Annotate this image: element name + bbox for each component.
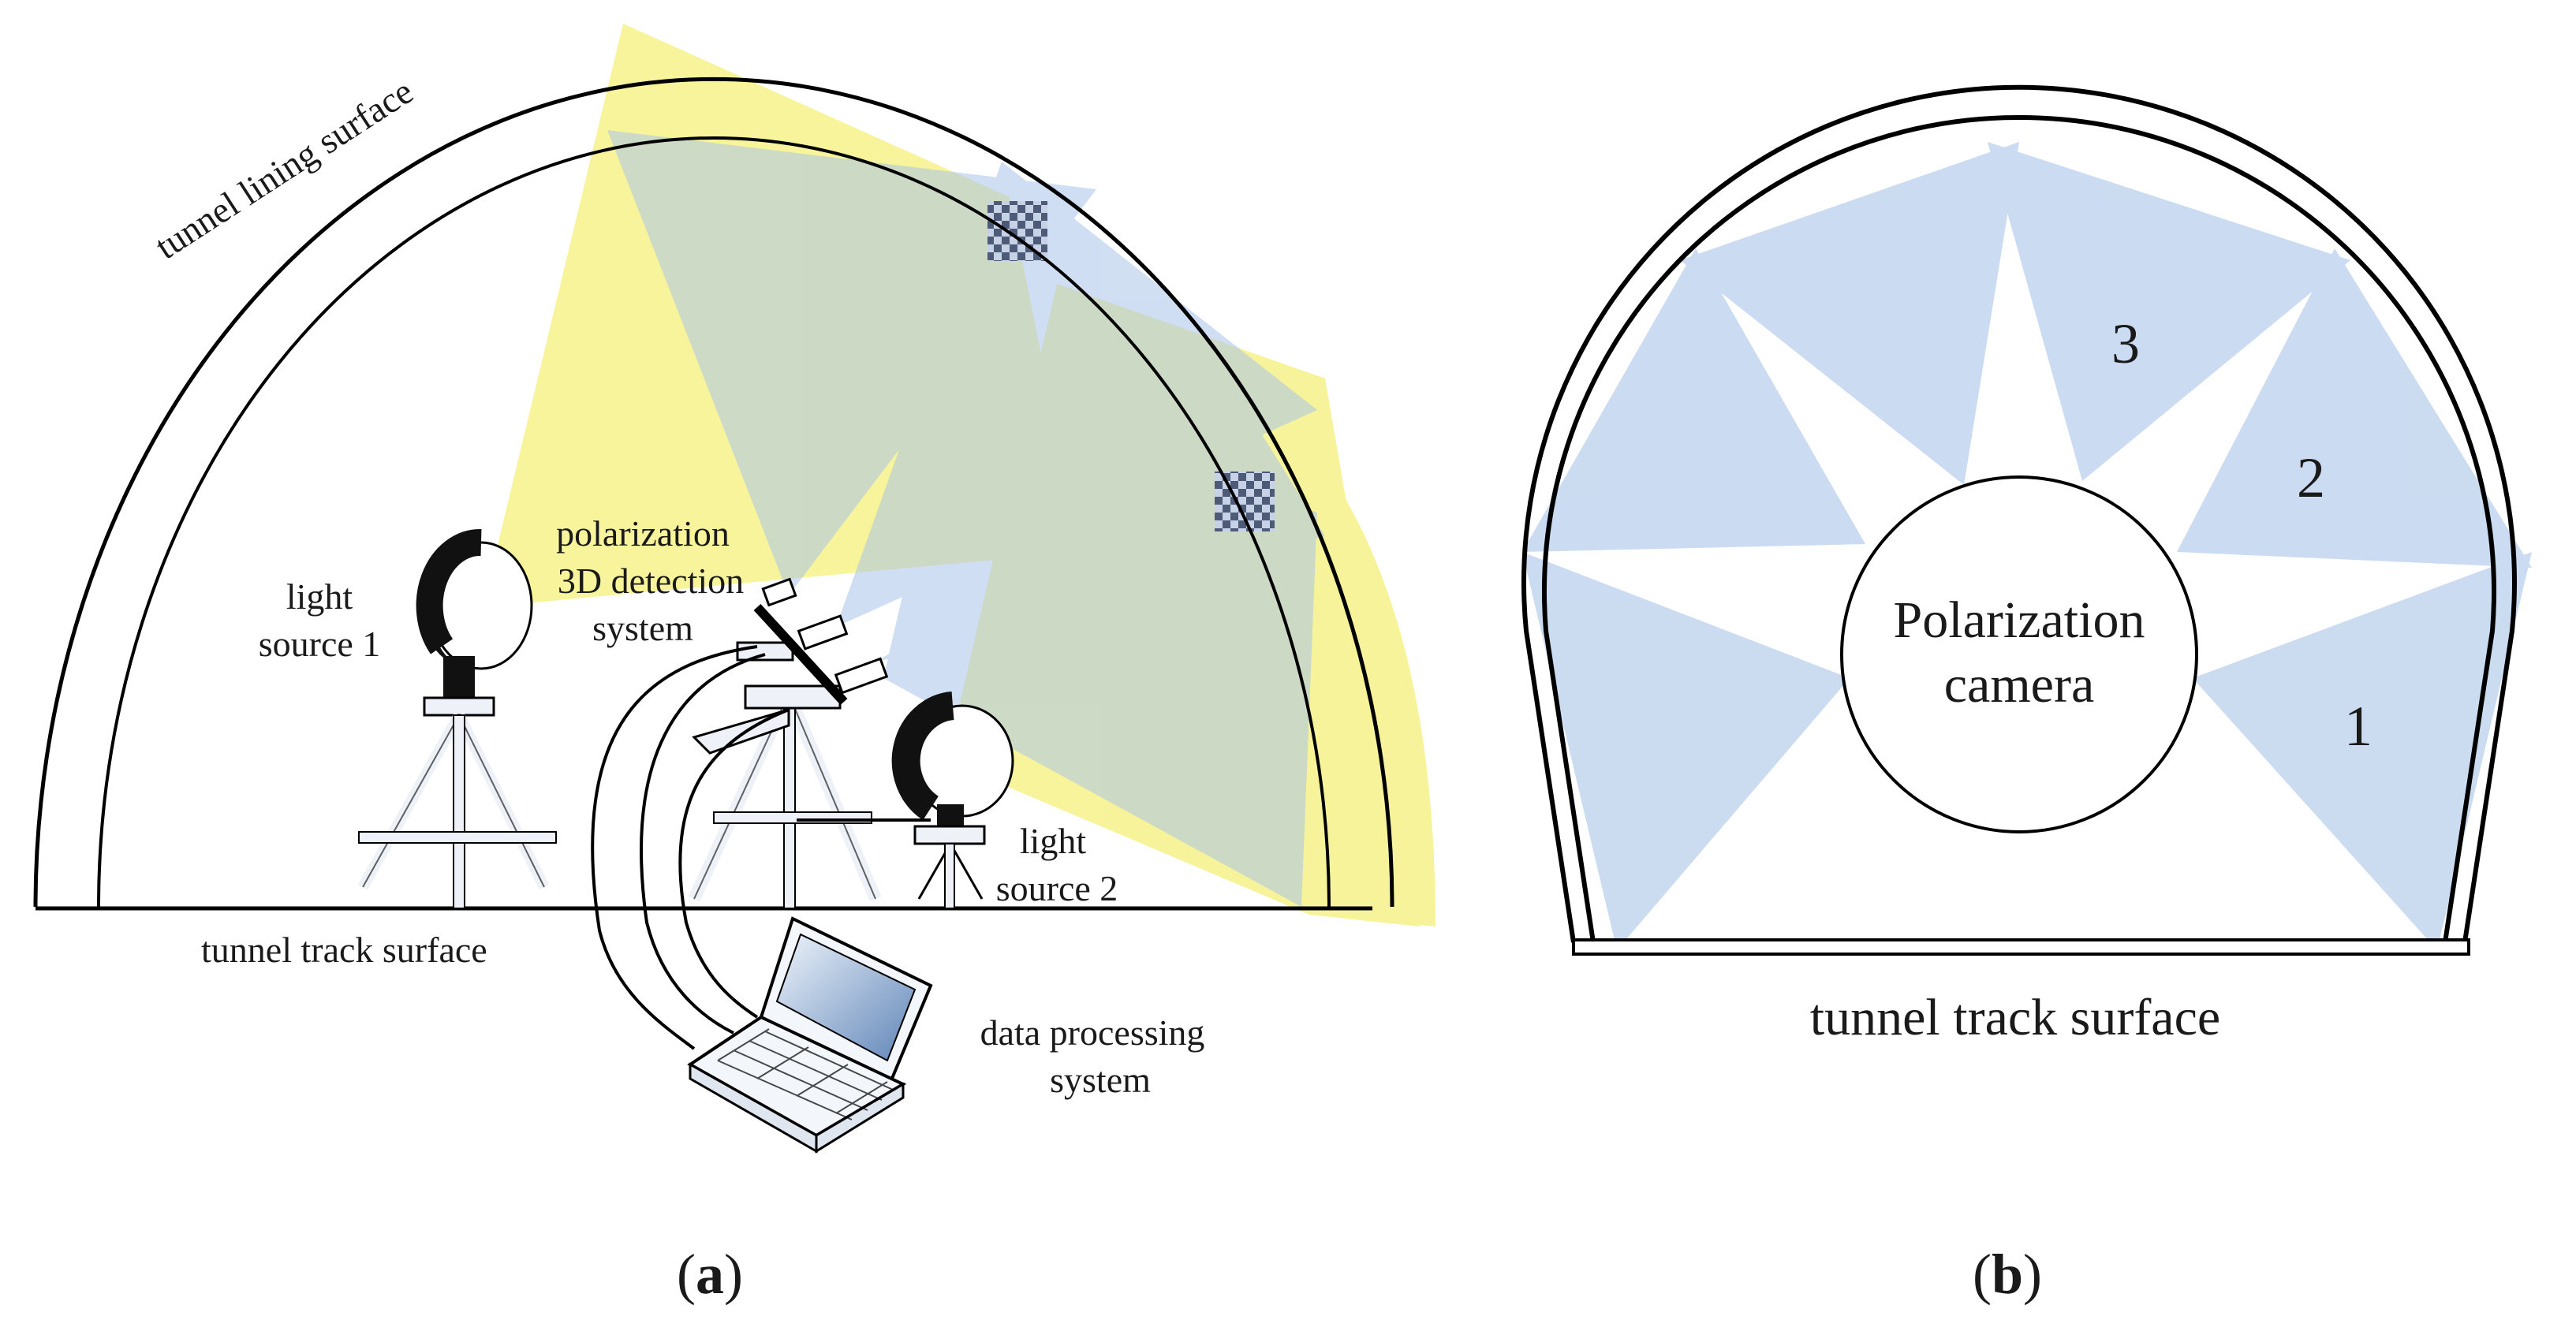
region-label-2: 2: [2297, 446, 2325, 509]
data-processing-label-line1: data processing: [980, 1012, 1205, 1053]
tunnel-track-slab: [1572, 938, 2470, 956]
view-region-left-lower: [1522, 552, 1850, 950]
light-source-2: [891, 692, 1014, 909]
data-processing-label-line2: system: [1050, 1060, 1151, 1100]
detection-system-label-line2: 3D detection: [558, 561, 744, 601]
tunnel-track-label-a: tunnel track surface: [201, 930, 487, 970]
light-source-1-label-line1: light: [286, 576, 353, 617]
view-region-top-left: [1680, 142, 2019, 485]
camera-1: [761, 577, 797, 607]
cables: [591, 645, 931, 1050]
polarization-camera-label-line1: Polarization: [1894, 591, 2145, 649]
tunnel-lining-label: tunnel lining surface: [148, 71, 420, 267]
polarization-camera-circle: [1840, 475, 2198, 833]
laptop: [687, 916, 933, 1154]
view-region-right-upper: [2177, 248, 2532, 568]
detection-system-label-line3: system: [592, 608, 693, 648]
tunnel-outer-ring: [1521, 84, 2517, 943]
detection-system: [688, 577, 889, 909]
panel-a: tunnel lining surface tunnel track surfa…: [33, 24, 1435, 1306]
view-region-right-lower: [2193, 552, 2532, 950]
tunnel-lining-inner-arch: [97, 136, 1331, 908]
tunnel-lining-outer-arch: [33, 76, 1394, 908]
light-source-2-label-line2: source 2: [996, 868, 1118, 908]
panel-b: Polarization camera 1 2 3 tunnel track s…: [1521, 84, 2532, 1306]
calibration-board-lower: [1215, 472, 1275, 531]
camera-fov-lower: [875, 422, 1325, 662]
camera-3: [834, 657, 889, 695]
light-source-2-label-line1: light: [1020, 821, 1087, 861]
polarization-camera-label-line2: camera: [1944, 656, 2095, 714]
camera-2: [797, 614, 849, 651]
detection-system-label-line1: polarization: [556, 513, 730, 554]
region-label-1: 1: [2344, 695, 2373, 758]
panel-a-caption: (a): [677, 1243, 743, 1306]
camera-fovs: [607, 130, 1325, 907]
tunnel-track-label-b: tunnel track surface: [1810, 989, 2220, 1046]
light-source-1-label-line2: source 1: [259, 624, 381, 664]
tunnel-inner-ring: [1542, 114, 2496, 943]
light-source-1: [357, 529, 557, 909]
view-region-left-upper: [1522, 248, 1865, 552]
view-region-top: [1988, 142, 2350, 481]
camera-view-regions: [1522, 142, 2532, 950]
panel-b-caption: (b): [1973, 1243, 2042, 1306]
region-label-3: 3: [2111, 312, 2140, 375]
